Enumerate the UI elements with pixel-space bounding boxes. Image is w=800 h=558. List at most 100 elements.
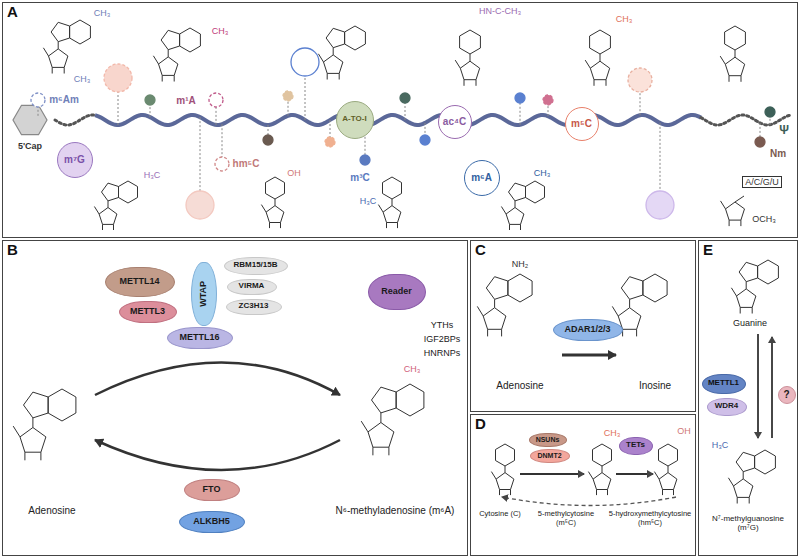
bond (153, 56, 158, 64)
base-ring (266, 177, 285, 199)
text-label: Cytosine (C) (477, 510, 523, 519)
text-label: IGF2BPs (424, 334, 461, 344)
bond (721, 201, 726, 209)
imidazole-ring (326, 28, 345, 47)
node-label: METTL14 (119, 277, 159, 287)
base-ring (755, 450, 776, 474)
panel-frame: EMETTL1WDR4? (698, 240, 798, 556)
ribose-ring (383, 206, 401, 223)
bond (520, 224, 521, 230)
modification-marker (186, 191, 214, 219)
ribose-ring (49, 49, 68, 68)
text-label: HN-C-CH₃ (479, 6, 521, 16)
bond (386, 223, 387, 229)
node-label: Reader (381, 287, 412, 297)
text-label: CH₃ (212, 26, 229, 36)
bond (600, 54, 601, 61)
bond (607, 490, 608, 496)
ribose-ring (725, 57, 744, 75)
enzyme-blob: DNMT2 (530, 449, 570, 463)
bond (113, 224, 114, 230)
node-label: ALKBH5 (193, 517, 230, 527)
text-label: CH₃ (616, 14, 633, 24)
bond (594, 80, 595, 86)
text-label: Nm (770, 148, 786, 160)
ribose-ring (20, 428, 46, 453)
methylation-arrow (95, 363, 340, 396)
methylation-arrow (520, 473, 584, 475)
text-label: CH₃ (604, 428, 621, 438)
rna-strand (701, 115, 791, 125)
text-label: CH₃ (94, 8, 111, 18)
bond (455, 60, 460, 68)
enzyme-blob: WTAP (191, 262, 217, 326)
base-ring (119, 181, 138, 203)
bond (602, 466, 603, 473)
base-ring (48, 389, 76, 421)
ribose-ring (734, 479, 753, 498)
node-label: m⁷G (64, 154, 85, 165)
ribose-ring (506, 208, 524, 225)
bond (740, 220, 741, 226)
base-ring (725, 26, 746, 50)
bond (735, 196, 744, 202)
bond (275, 199, 276, 206)
bond (588, 472, 593, 480)
ribose-ring (726, 202, 745, 220)
text-label: OCH₃ (752, 214, 776, 224)
rna-strand (55, 115, 95, 125)
bond (24, 452, 25, 460)
node-label: WDR4 (715, 402, 739, 411)
bond (612, 306, 618, 316)
modification-marker (543, 95, 553, 105)
bond (470, 54, 471, 61)
bond (720, 56, 725, 64)
text-label: CH₃ (404, 364, 421, 374)
panel-letter: D (475, 416, 486, 433)
ribose-ring (159, 57, 178, 76)
bond (168, 50, 169, 57)
imidazole-ring (102, 183, 119, 201)
enzyme-blob: RBM15/15B (224, 257, 288, 275)
bond (501, 207, 506, 215)
bond (392, 199, 393, 206)
cap-hexagon (13, 105, 47, 134)
imidazole-ring (51, 22, 70, 41)
bond (510, 490, 511, 496)
modification-marker (283, 91, 293, 101)
enzyme-blob: METTL3 (119, 301, 177, 323)
bond (596, 490, 597, 496)
text-label: OH (287, 168, 301, 178)
bond (372, 447, 373, 455)
bond (378, 205, 383, 213)
editing-arrow (562, 354, 616, 357)
base-ring (643, 274, 667, 302)
panel-letter: E (703, 242, 713, 259)
bond (13, 426, 20, 437)
bond (501, 329, 502, 336)
base-ring (496, 444, 515, 466)
ribose-ring (368, 423, 394, 448)
panel-frame: AA-TO-Iac⁴Cm⁵Cm⁷Gm⁶A (2, 2, 798, 238)
text-label: YTHs (431, 320, 454, 330)
text-label: Adenosine (496, 380, 543, 392)
modification-marker (31, 93, 45, 107)
bond (174, 75, 175, 81)
text-label: hm⁵C (233, 158, 260, 170)
bond (261, 205, 266, 213)
bond (729, 220, 730, 226)
node-label: ADAR1/2/3 (564, 325, 610, 335)
bond (476, 80, 477, 86)
bond (749, 497, 750, 503)
ribose-ring (324, 55, 343, 74)
imidazole-ring (24, 392, 49, 418)
bond (491, 472, 496, 480)
bond (654, 472, 659, 480)
ribose-ring (659, 473, 677, 490)
text-label: HNRNPs (424, 348, 461, 358)
base-ring (508, 274, 532, 302)
demethylation-arrow (771, 337, 773, 438)
base-ring (70, 20, 91, 44)
text-label: OH (677, 426, 691, 436)
